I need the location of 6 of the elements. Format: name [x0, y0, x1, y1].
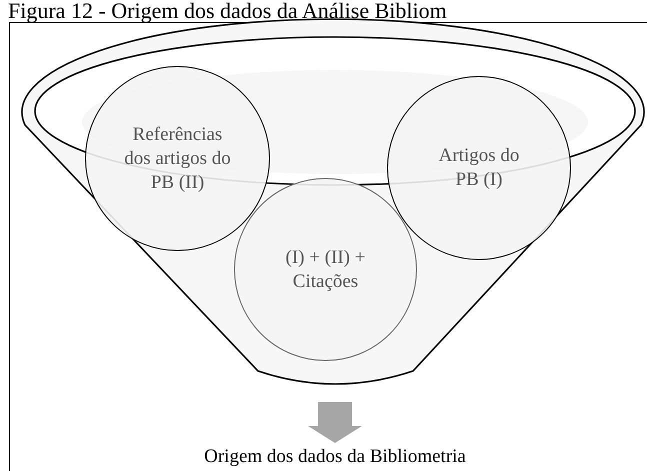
circle-label: (I) + (II) + Citações: [284, 246, 366, 294]
result-label: Origem dos dados da Bibliometria: [160, 446, 510, 468]
circle-label: Artigos do PB (I): [438, 144, 520, 192]
circle-label: Referências dos artigos do PB (II): [123, 122, 232, 194]
figure-title: Figura 12 - Origem dos dados da Análise Bibliom: [8, 0, 447, 22]
arrow: [308, 402, 362, 443]
